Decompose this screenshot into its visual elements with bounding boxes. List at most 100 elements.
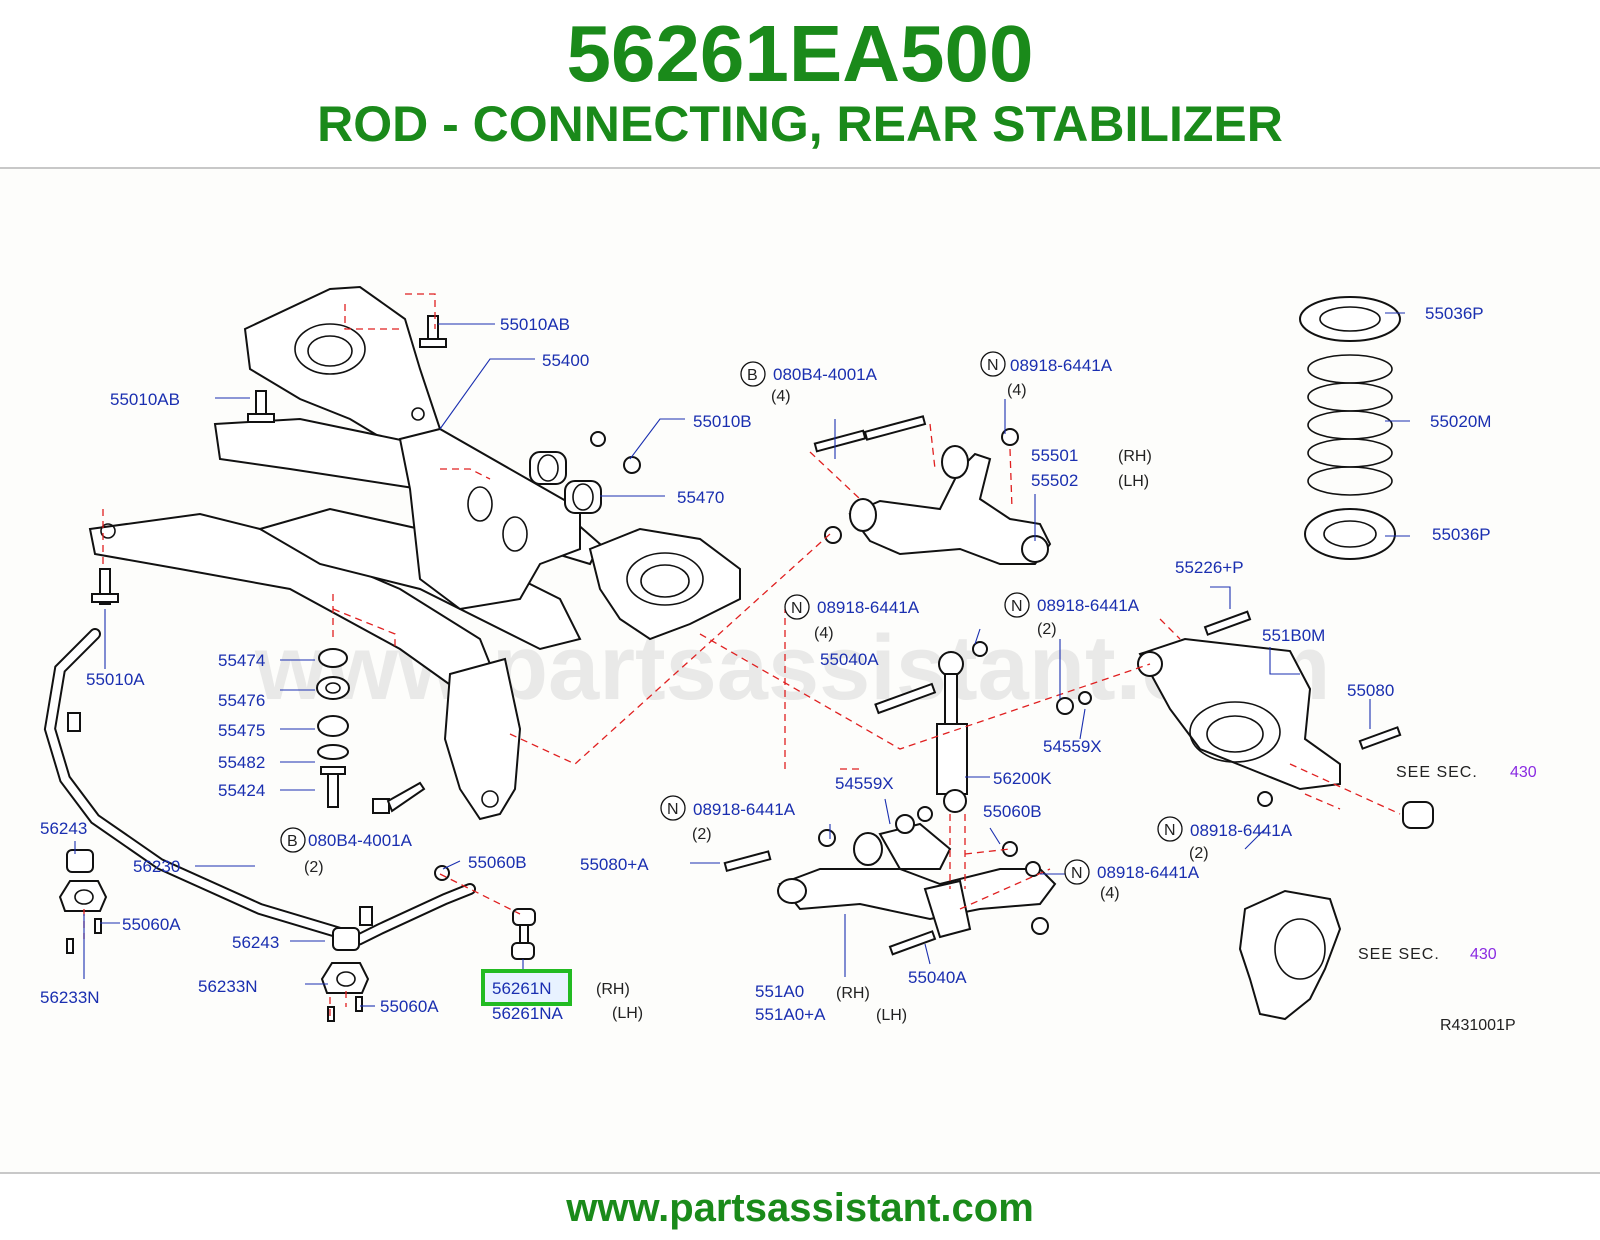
label-55470[interactable]: 55470 [677,488,724,507]
label-551A0[interactable]: 551A0 [755,982,804,1001]
svg-text:N: N [667,801,679,818]
label-56233N-b[interactable]: 56233N [198,977,258,996]
diagram-code: R431001P [1440,1017,1516,1034]
label-56200K[interactable]: 56200K [993,769,1052,788]
callout-leaders [74,312,1410,1007]
label-55040A-b[interactable]: 55040A [908,968,967,987]
label-08918-mid[interactable]: 08918-6441A [817,598,920,617]
coil-spring-55020M[interactable] [1299,296,1401,560]
qty-08918-mid: (4) [814,625,834,642]
stabilizer-bar-56230[interactable] [43,628,476,946]
label-55476[interactable]: 55476 [218,691,265,710]
letter-circle-n-low: N [660,795,686,821]
stabilizer-bushings[interactable] [58,849,370,1022]
label-56261NA[interactable]: 56261NA [492,1004,564,1023]
label-55080A[interactable]: 55080+A [580,855,649,874]
label-551A0A[interactable]: 551A0+A [755,1005,826,1024]
svg-text:N: N [1011,598,1023,615]
letter-circle-b-lower: B [280,827,306,853]
see-sec-text-b: SEE SEC. [1358,946,1440,963]
label-08918-low[interactable]: 08918-6441A [693,800,796,819]
header-divider [0,167,1600,169]
letter-circle-n-mid2: N [1004,592,1030,618]
label-55424[interactable]: 55424 [218,781,265,800]
shock-absorber-56200K[interactable] [874,641,988,813]
label-55502[interactable]: 55502 [1031,471,1078,490]
side-55502: (LH) [1118,473,1149,490]
lower-arm-551B0M[interactable] [1056,610,1434,829]
qty-080B4-upper: (4) [771,388,791,405]
svg-text:N: N [987,357,999,374]
upper-arm-55501[interactable] [813,415,1052,565]
label-54559X-a[interactable]: 54559X [1043,737,1102,756]
label-55010A[interactable]: 55010A [86,670,145,689]
connecting-rod-56261N[interactable] [434,865,536,960]
svg-text:N: N [1071,865,1083,882]
label-08918-mid2[interactable]: 08918-6441A [1037,596,1140,615]
label-55060A-b[interactable]: 55060A [380,997,439,1016]
side-551A0: (RH) [836,985,870,1002]
label-55060B-a[interactable]: 55060B [468,853,527,872]
label-55060B-b[interactable]: 55060B [983,802,1042,821]
label-55036P-top[interactable]: 55036P [1425,304,1484,323]
label-08918-top[interactable]: 08918-6441A [1010,356,1113,375]
label-08918-low2[interactable]: 08918-6441A [1097,863,1200,882]
see-sec-text-a: SEE SEC. [1396,764,1478,781]
label-080B4-lower[interactable]: 080B4-4001A [308,831,413,850]
footer-url-link[interactable]: www.partsassistant.com [566,1186,1034,1230]
letter-circle-b-upper: B [740,361,766,387]
qty-08918-mid2: (2) [1037,621,1057,638]
knuckle[interactable] [1238,889,1342,1021]
label-55010B[interactable]: 55010B [693,412,752,431]
letter-circle-n-low2: N [1064,859,1090,885]
target-part-highlight [481,969,572,1006]
label-08918-right[interactable]: 08918-6441A [1190,821,1293,840]
mount-stack[interactable] [316,648,350,808]
label-55226P[interactable]: 55226+P [1175,558,1244,577]
qty-08918-top: (4) [1007,382,1027,399]
label-55060A-a[interactable]: 55060A [122,915,181,934]
svg-text:N: N [791,600,803,617]
label-55400[interactable]: 55400 [542,351,589,370]
label-55475[interactable]: 55475 [218,721,265,740]
label-55482[interactable]: 55482 [218,753,265,772]
label-56233N-a[interactable]: 56233N [40,988,100,1007]
see-sec-link-b[interactable]: 430 [1470,946,1497,963]
page-footer: www.partsassistant.com [0,1174,1600,1240]
side-55501: (RH) [1118,448,1152,465]
label-55040A-a[interactable]: 55040A [820,650,879,669]
side-551A0A: (LH) [876,1007,907,1024]
qty-08918-low2: (4) [1100,885,1120,902]
letter-circle-n-top: N [980,351,1006,377]
label-56261N[interactable]: 56261N [492,979,552,998]
side-56261NA: (LH) [612,1005,643,1022]
label-55501[interactable]: 55501 [1031,446,1078,465]
letter-circle-n-right: N [1157,816,1183,842]
label-56243-b[interactable]: 56243 [232,933,279,952]
label-56230[interactable]: 56230 [133,857,180,876]
label-080B4-upper[interactable]: 080B4-4001A [773,365,878,384]
label-551B0M[interactable]: 551B0M [1262,626,1325,645]
label-55036P-bottom[interactable]: 55036P [1432,525,1491,544]
side-56261N: (RH) [596,981,630,998]
label-54559X-b[interactable]: 54559X [835,774,894,793]
footer-divider [0,1172,1600,1174]
label-55020M[interactable]: 55020M [1430,412,1491,431]
svg-text:B: B [747,367,758,384]
see-sec-link-a[interactable]: 430 [1510,764,1537,781]
bolt-080B4-lower[interactable] [372,781,426,814]
qty-08918-low: (2) [692,826,712,843]
label-55010AB-top[interactable]: 55010AB [500,315,570,334]
svg-text:B: B [287,833,298,850]
qty-080B4-lower: (2) [304,859,324,876]
lower-arm-551A0[interactable] [723,806,1057,956]
qty-08918-right: (2) [1189,845,1209,862]
label-55080[interactable]: 55080 [1347,681,1394,700]
parts-diagram: www.partsassistant.com [0,169,1600,1173]
exploded-view-svg: www.partsassistant.com [40,285,1537,1034]
subframe-55400[interactable] [88,285,741,821]
label-55010AB-left[interactable]: 55010AB [110,390,180,409]
label-55474[interactable]: 55474 [218,651,265,670]
letter-circle-n-mid: N [784,594,810,620]
label-56243-a[interactable]: 56243 [40,819,87,838]
